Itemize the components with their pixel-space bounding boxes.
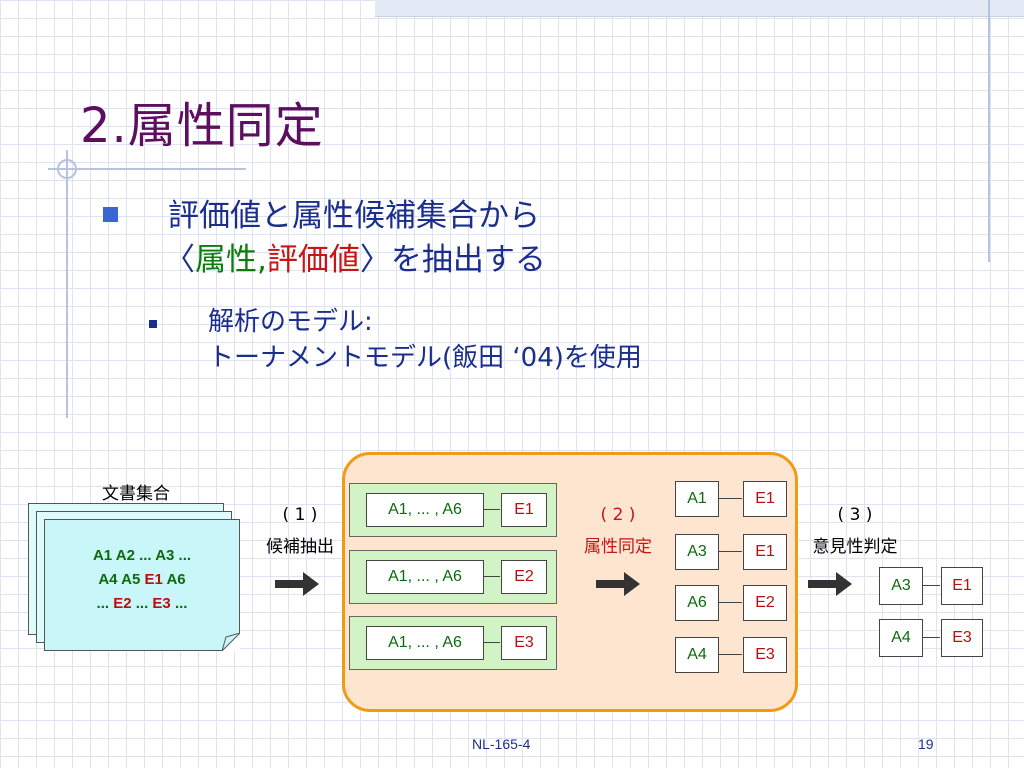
bullet1-text: 評価値と属性候補集合から 〈属性,評価値〉を抽出する xyxy=(164,194,546,282)
opinion-value-1: E1 xyxy=(941,567,983,605)
doc-content: A1 A2 ... A3 ... A4 A5 E1 A6 ... E2 ... … xyxy=(45,544,239,616)
candidate-attrs-2: A1, ... , A6 xyxy=(366,560,484,594)
pair-value-3: E2 xyxy=(743,585,787,621)
doc-line2: A4 A5 E1 A6 xyxy=(98,571,186,588)
arrow-right-icon-1 xyxy=(275,572,319,596)
bullet2-line1: 解析のモデル: xyxy=(208,307,373,337)
candidate-panel-3: A1, ... , A6 E3 xyxy=(349,616,557,670)
opinion-attr-2: A4 xyxy=(879,619,923,657)
candidate-attrs-3: A1, ... , A6 xyxy=(366,626,484,660)
pair-value-4: E3 xyxy=(743,637,787,673)
opinion-value-2: E3 xyxy=(941,619,983,657)
angle-open: 〈 xyxy=(164,242,195,278)
pair-attr-3: A6 xyxy=(675,585,719,621)
step1-label: 候補抽出 xyxy=(266,537,334,557)
arrow-right-icon-2 xyxy=(596,572,640,596)
bullet2-text: 解析のモデル: トーナメントモデル(飯田 ‘04)を使用 xyxy=(208,304,642,376)
title-underline xyxy=(48,168,246,170)
pair-attr-4: A4 xyxy=(675,637,719,673)
doc-line3: ... E2 ... E3 ... xyxy=(96,595,188,612)
page-number: 19 xyxy=(918,736,934,752)
decor-circle xyxy=(57,159,77,179)
connector xyxy=(922,585,940,586)
attr-term: 属性 xyxy=(195,242,257,278)
candidate-panel-1: A1, ... , A6 E1 xyxy=(349,483,557,537)
arrow-right-icon-3 xyxy=(808,572,852,596)
connector xyxy=(484,509,500,510)
step3-label: 意見性判定 xyxy=(812,537,898,557)
footer-center: NL-165-4 xyxy=(472,736,531,752)
candidate-value-1: E1 xyxy=(501,493,547,527)
connector xyxy=(484,576,500,577)
right-decor-line xyxy=(988,0,990,262)
sub-bullet-icon xyxy=(149,320,157,328)
bullet2-line2: トーナメントモデル(飯田 ‘04)を使用 xyxy=(208,343,642,373)
pair-value-1: E1 xyxy=(743,481,787,517)
step3-number: ( 3 ) xyxy=(837,505,873,525)
value-term: 評価値 xyxy=(266,242,360,278)
candidate-attrs-1: A1, ... , A6 xyxy=(366,493,484,527)
connector xyxy=(718,654,742,655)
doc-front: A1 A2 ... A3 ... A4 A5 E1 A6 ... E2 ... … xyxy=(44,519,240,651)
doc-line1: A1 A2 ... A3 ... xyxy=(92,547,192,564)
candidate-value-2: E2 xyxy=(501,560,547,594)
doc-set-label: 文書集合 xyxy=(102,484,170,504)
pair-attr-2: A3 xyxy=(675,534,719,570)
comma: , xyxy=(257,242,267,278)
bullet1-line2-rest: 〉を抽出する xyxy=(359,242,546,278)
bullet1-line1: 評価値と属性候補集合から xyxy=(168,198,540,234)
connector xyxy=(922,637,940,638)
left-decor-line xyxy=(66,150,68,418)
slide-title: 2.属性同定 xyxy=(80,98,324,154)
doc-fold-icon xyxy=(222,633,240,651)
bullet1-line2: 〈属性,評価値〉を抽出する xyxy=(164,238,546,282)
connector xyxy=(718,602,742,603)
step1-number: ( 1 ) xyxy=(282,505,318,525)
bullet-square-icon xyxy=(103,207,118,222)
candidate-panel-2: A1, ... , A6 E2 xyxy=(349,550,557,604)
opinion-attr-1: A3 xyxy=(879,567,923,605)
candidate-value-3: E3 xyxy=(501,626,547,660)
connector xyxy=(718,551,742,552)
step2-number: ( 2 ) xyxy=(600,505,636,525)
pair-value-2: E1 xyxy=(743,534,787,570)
step2-label: 属性同定 xyxy=(584,537,652,557)
top-decor-bar xyxy=(375,0,1024,17)
pair-attr-1: A1 xyxy=(675,481,719,517)
connector xyxy=(718,498,742,499)
connector xyxy=(484,642,500,643)
